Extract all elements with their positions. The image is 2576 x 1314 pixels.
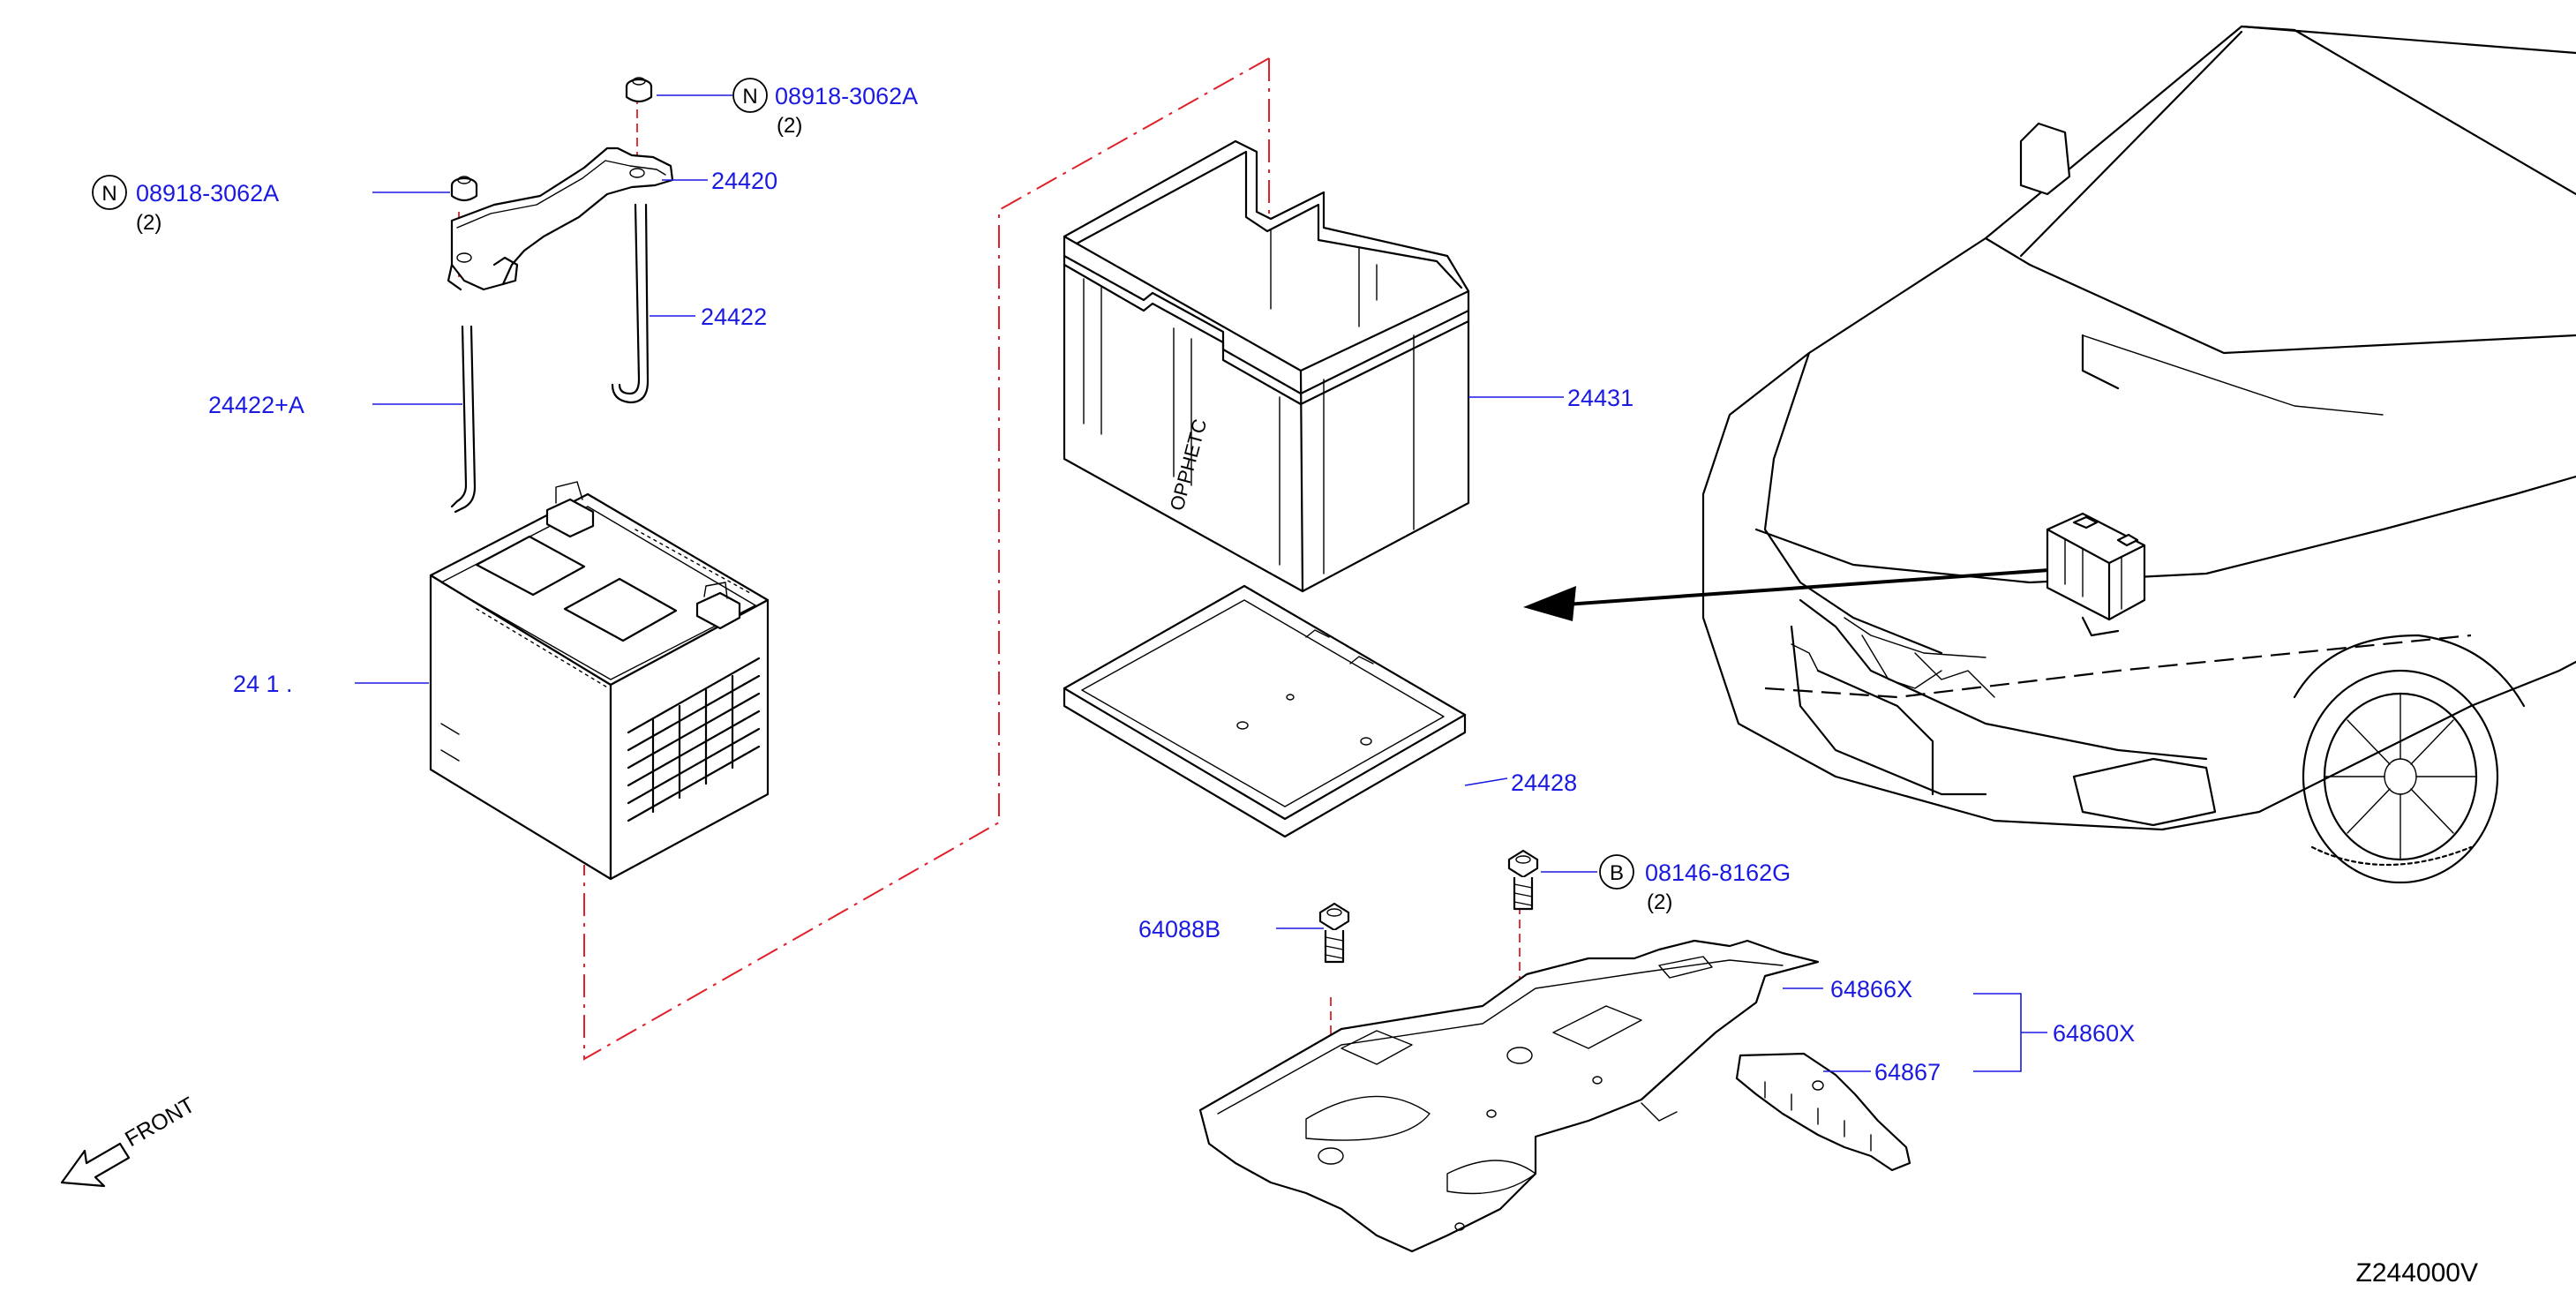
- battery-vent-grid: [627, 657, 761, 822]
- callout-letter: N: [742, 85, 757, 109]
- battery[interactable]: [429, 481, 770, 881]
- callout-nut-left[interactable]: N 08918-3062A (2): [92, 175, 279, 235]
- quantity: (2): [136, 211, 161, 235]
- part-number: 08918-3062A: [775, 83, 918, 109]
- callout-24431[interactable]: 24431: [1567, 385, 1633, 411]
- diagram-code: Z244000V: [2356, 1258, 2478, 1288]
- battery-tray[interactable]: [1063, 584, 1467, 838]
- circle-badge-icon: [732, 78, 768, 113]
- callout-letter: B: [1610, 861, 1624, 885]
- part-number: 08146-8162G: [1645, 860, 1791, 886]
- callout-24422-a[interactable]: 24422+A: [208, 392, 304, 418]
- leader-lines: [355, 94, 2047, 1072]
- callout-64866x[interactable]: 64866X: [1830, 976, 1912, 1002]
- battery-case[interactable]: OPPHETC: [1063, 139, 1470, 593]
- callout-64867[interactable]: 64867: [1874, 1059, 1941, 1085]
- bolt-08146-8162g[interactable]: [1507, 849, 1539, 911]
- location-arrow: [1523, 568, 2050, 621]
- circle-badge-icon: [1599, 854, 1634, 890]
- callout-64860x[interactable]: 64860X: [2053, 1020, 2135, 1047]
- vehicle-battery-location: [2046, 512, 2146, 637]
- part-number: 08918-3062A: [136, 180, 279, 206]
- battery-support-bracket[interactable]: [1198, 939, 1820, 1253]
- hold-down-rod-left[interactable]: [450, 325, 477, 514]
- hold-down-bracket[interactable]: [447, 146, 674, 291]
- front-arrow-icon: [60, 1142, 131, 1188]
- callout-battery[interactable]: 24 1 .: [233, 671, 293, 697]
- front-wheel: [2293, 634, 2526, 884]
- quantity: (2): [1647, 890, 1672, 914]
- callout-nut-top[interactable]: N 08918-3062A (2): [732, 78, 918, 138]
- nut-top[interactable]: [625, 77, 653, 103]
- callout-letter: N: [101, 182, 116, 206]
- callout-24428[interactable]: 24428: [1511, 770, 1577, 796]
- hold-down-rod-right[interactable]: [611, 203, 650, 404]
- quantity: (2): [777, 114, 802, 138]
- callout-24422[interactable]: 24422: [701, 304, 767, 330]
- front-indicator: FRONT: [60, 1092, 199, 1188]
- dashed-bumper-line: [1764, 634, 2472, 699]
- reinforcement-plate-64867[interactable]: [1735, 1052, 1911, 1172]
- callout-24420[interactable]: 24420: [711, 168, 777, 194]
- callout-bolt-b[interactable]: B 08146-8162G (2): [1599, 854, 1791, 914]
- front-label: FRONT: [121, 1092, 199, 1152]
- bolt-64088b[interactable]: [1318, 902, 1350, 964]
- circle-badge-icon: [92, 175, 127, 210]
- nut-left[interactable]: [450, 176, 478, 202]
- callout-64088b[interactable]: 64088B: [1138, 916, 1220, 942]
- vehicle-illustration: [1701, 25, 2576, 884]
